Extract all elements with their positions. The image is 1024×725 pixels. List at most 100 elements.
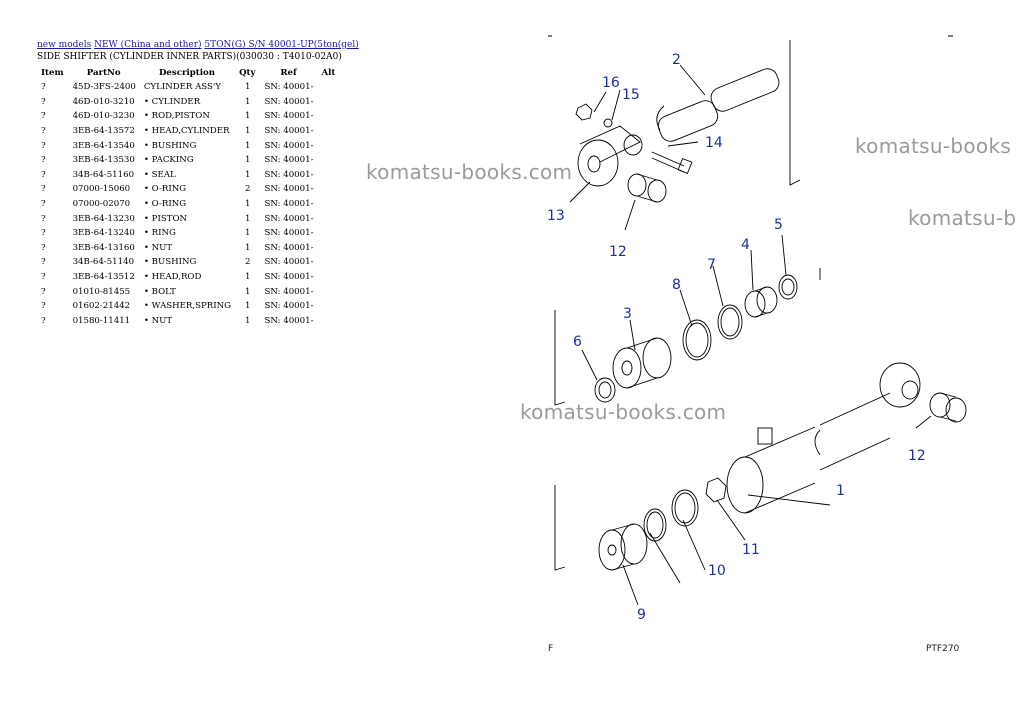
col-header-partno: PartNo: [86, 68, 121, 78]
table-row: ? 01580-11411 • NUT 1 SN: 40001-: [37, 314, 340, 329]
cell-alt: [318, 197, 341, 212]
cell-partno: 46D-010-3210: [72, 96, 135, 107]
cell-ref: SN: 40001-: [264, 242, 314, 253]
watermark: komatsu-books: [855, 134, 1012, 158]
cell-item: ?: [41, 286, 46, 297]
cell-description: • NUT: [143, 315, 173, 326]
cell-partno: 07000-15060: [72, 184, 131, 195]
cell-partno: 3EB-64-13530: [72, 155, 135, 166]
cell-partno: 3EB-64-13240: [72, 228, 135, 239]
cell-item: ?: [41, 257, 46, 268]
cell-description: • O-RING: [143, 184, 187, 195]
cell-item: ?: [41, 155, 46, 166]
callout-1: 1: [836, 483, 845, 499]
cell-partno: 3EB-64-13572: [72, 126, 135, 137]
cell-description: • SEAL: [143, 169, 176, 180]
col-header-item: Item: [41, 68, 64, 78]
diagram-footer-code: PTF270: [926, 644, 960, 654]
callout-9: 9: [637, 607, 646, 623]
cell-qty: 2: [245, 184, 251, 195]
cell-partno: 01010-81455: [72, 286, 131, 297]
cell-item: ?: [41, 199, 46, 210]
cell-ref: SN: 40001-: [264, 315, 314, 326]
cell-partno: 46D-010-3230: [72, 111, 135, 122]
cell-alt: [318, 138, 341, 153]
callout-15: 15: [622, 87, 640, 103]
cell-ref: SN: 40001-: [264, 82, 314, 93]
cell-partno: 34B-64-51140: [72, 257, 135, 268]
watermark: komatsu-books.com: [366, 160, 573, 184]
cell-qty: 2: [245, 257, 251, 268]
cell-description: • PACKING: [143, 155, 194, 166]
cell-alt: [318, 226, 341, 241]
cell-alt: [318, 168, 341, 183]
cell-qty: 1: [245, 242, 251, 253]
callout-11: 11: [742, 542, 760, 558]
cell-qty: 1: [245, 82, 251, 93]
cell-qty: 1: [245, 286, 251, 297]
breadcrumb: new models NEW (China and other) 5TON(G)…: [37, 40, 359, 50]
cell-alt: [318, 80, 341, 95]
cell-item: ?: [41, 242, 46, 253]
callout-6: 6: [573, 334, 582, 350]
cell-ref: SN: 40001-: [264, 169, 314, 180]
parts-table: Item PartNo Description Qty Ref Alt ?45D…: [37, 66, 340, 328]
cell-description: • BOLT: [143, 286, 176, 297]
cell-ref: SN: 40001-: [264, 272, 314, 283]
diagram-footer-left: F: [548, 644, 553, 654]
cell-qty: 1: [245, 228, 251, 239]
watermark: komatsu-b: [908, 206, 1017, 230]
breadcrumb-link-region[interactable]: NEW (China and other): [94, 40, 202, 50]
cell-alt: [318, 153, 341, 168]
cell-qty: 1: [245, 301, 251, 312]
cell-ref: SN: 40001-: [264, 286, 314, 297]
cell-alt: [318, 284, 341, 299]
table-row: ? 01010-81455 • BOLT 1 SN: 40001-: [37, 284, 340, 299]
cell-description: • ROD,PISTON: [143, 111, 210, 122]
callout-10: 10: [708, 563, 726, 579]
cell-description: • HEAD,CYLINDER: [143, 126, 230, 137]
cell-item: ?: [41, 184, 46, 195]
cell-description: • RING: [143, 228, 176, 239]
cell-alt: [318, 299, 341, 314]
cell-partno: 3EB-64-13512: [72, 272, 135, 283]
cell-ref: SN: 40001-: [264, 301, 314, 312]
cell-qty: 1: [245, 213, 251, 224]
cell-qty: 1: [245, 155, 251, 166]
cell-item: ?: [41, 96, 46, 107]
cell-ref: SN: 40001-: [264, 111, 314, 122]
cell-qty: 1: [245, 199, 251, 210]
cell-description: • BUSHING: [143, 257, 197, 268]
cell-item: ?: [41, 272, 46, 283]
cell-item: ?: [41, 213, 46, 224]
cell-item: ?: [41, 126, 46, 137]
cell-alt: [318, 124, 341, 139]
cell-qty: 1: [245, 126, 251, 137]
cell-qty: 1: [245, 272, 251, 283]
cell-alt: [318, 182, 341, 197]
cell-qty: 1: [245, 96, 251, 107]
cell-item: ?: [41, 315, 46, 326]
cell-qty: 1: [245, 315, 251, 326]
callout-7: 7: [707, 257, 716, 273]
cell-description: • O-RING: [143, 199, 187, 210]
cell-partno: 01580-11411: [72, 315, 131, 326]
breadcrumb-link-new-models[interactable]: new models: [37, 40, 92, 50]
cell-description: • PISTON: [143, 213, 188, 224]
cell-description: • NUT: [143, 242, 173, 253]
watermark: komatsu-books.com: [520, 400, 727, 424]
cell-alt: [318, 314, 341, 329]
callout-5: 5: [774, 217, 783, 233]
cell-description: • CYLINDER: [143, 96, 201, 107]
breadcrumb-link-model[interactable]: 5TON(G) S/N 40001-UP(5ton(gel): [204, 40, 359, 50]
cell-partno: 45D-3FS-2400: [72, 82, 136, 93]
cell-alt: [318, 109, 341, 124]
